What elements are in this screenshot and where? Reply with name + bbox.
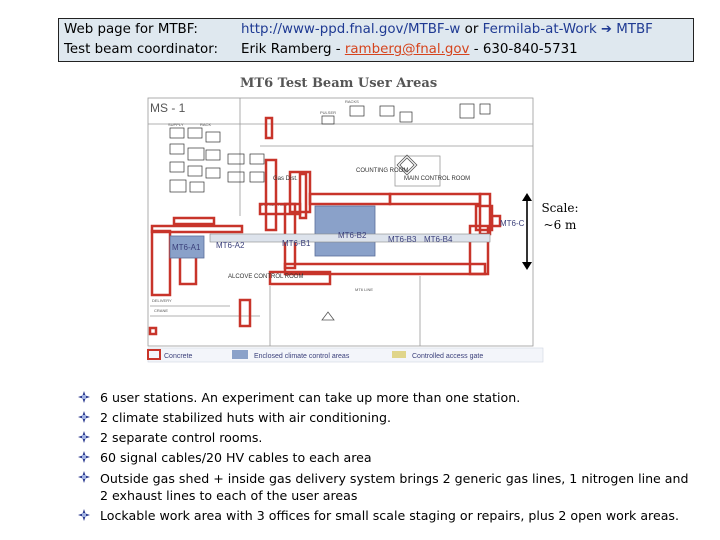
enclosed-areas xyxy=(169,205,376,259)
mtbf-url[interactable]: http://www-ppd.fnal.gov/MTBF-w xyxy=(241,22,461,37)
svg-text:CRANE: CRANE xyxy=(154,308,168,313)
plan-outlines xyxy=(147,97,534,347)
list-item: Outside gas shed + inside gas delivery s… xyxy=(78,468,698,506)
mtbf-target-text: MTBF xyxy=(616,22,653,37)
bullet-icon xyxy=(78,411,90,423)
coordinator-name: Erik Ramberg - xyxy=(241,42,341,57)
area-mt6-b2: MT6-B2 xyxy=(338,231,367,240)
svg-text:MT6 LINE: MT6 LINE xyxy=(355,287,373,292)
gas-dist-label: Gas Dist. xyxy=(273,176,298,182)
scale-label: Scale: ~6 m xyxy=(530,200,590,234)
feature-list: 6 user stations. An experiment can take … xyxy=(78,388,698,526)
area-mt6-a2: MT6-A2 xyxy=(216,241,245,250)
area-mt6-b1: MT6-B1 xyxy=(282,239,311,248)
legend-enclosed-swatch xyxy=(232,350,248,359)
bullet-icon xyxy=(78,471,90,483)
arrow-right-icon: ➔ xyxy=(601,22,612,37)
area-mt6-b4: MT6-B4 xyxy=(424,235,453,244)
bullet-icon xyxy=(78,451,90,463)
room-markers xyxy=(321,154,418,321)
list-item: 6 user stations. An experiment can take … xyxy=(78,388,698,408)
list-item: 60 signal cables/20 HV cables to each ar… xyxy=(78,448,698,468)
beamline-channel xyxy=(209,233,491,243)
area-mt6-b2-shape xyxy=(314,205,376,257)
list-item: 2 separate control rooms. xyxy=(78,428,698,448)
list-item: Lockable work area with 3 offices for sm… xyxy=(78,506,698,526)
alcove-control-room-label: ALCOVE CONTROL ROOM xyxy=(228,274,303,280)
info-header: Web page for MTBF: http://www-ppd.fnal.g… xyxy=(58,18,694,62)
legend-gate-label: Controlled access gate xyxy=(412,353,483,360)
coordinator-email-link[interactable]: ramberg@fnal.gov xyxy=(344,42,470,57)
web-page-label: Web page for MTBF: xyxy=(64,22,198,37)
scale-title: Scale: xyxy=(541,201,579,215)
svg-text:RACKS: RACKS xyxy=(345,99,359,104)
coordinator-label: Test beam coordinator: xyxy=(64,42,219,57)
or-text: or xyxy=(464,22,479,37)
coordinator-phone: - 630-840-5731 xyxy=(473,42,578,57)
list-item: 2 climate stabilized huts with air condi… xyxy=(78,408,698,428)
area-mt6-a1: MT6-A1 xyxy=(172,243,201,252)
coordinator-row: Test beam coordinator: Erik Ramberg - ra… xyxy=(64,40,693,60)
diagram-legend: Concrete Enclosed climate control areas … xyxy=(147,347,544,363)
svg-text:PULSER: PULSER xyxy=(320,110,336,115)
bullet-icon xyxy=(78,509,90,521)
legend-enclosed-label: Enclosed climate control areas xyxy=(254,353,350,360)
equipment-boxes xyxy=(169,103,491,193)
svg-text:SUPPLY: SUPPLY xyxy=(168,122,184,127)
counting-room-label: COUNTING ROOM xyxy=(356,168,408,174)
concrete-blocks xyxy=(148,116,502,336)
bullet-icon xyxy=(78,431,90,443)
scale-value: ~6 m xyxy=(543,218,577,232)
fermilab-at-work-text: Fermilab-at-Work xyxy=(482,22,597,37)
web-page-row: Web page for MTBF: http://www-ppd.fnal.g… xyxy=(64,20,693,40)
area-mt6-c: MT6-C xyxy=(500,219,525,228)
svg-text:RACK: RACK xyxy=(200,122,211,127)
main-control-room-label: MAIN CONTROL ROOM xyxy=(404,176,470,182)
area-mt6-a1-shape xyxy=(169,235,205,259)
area-mt6-b3: MT6-B3 xyxy=(388,235,417,244)
legend-gate-swatch xyxy=(392,351,406,358)
scale-arrow-icon xyxy=(522,193,532,270)
legend-concrete-label: Concrete xyxy=(164,353,193,360)
diagram-title: MT6 Test Beam User Areas xyxy=(240,76,438,91)
svg-text:DELIVERY: DELIVERY xyxy=(152,298,172,303)
legend-concrete-swatch xyxy=(147,349,161,360)
ms-label: MS - 1 xyxy=(150,101,186,115)
bullet-icon xyxy=(78,391,90,403)
